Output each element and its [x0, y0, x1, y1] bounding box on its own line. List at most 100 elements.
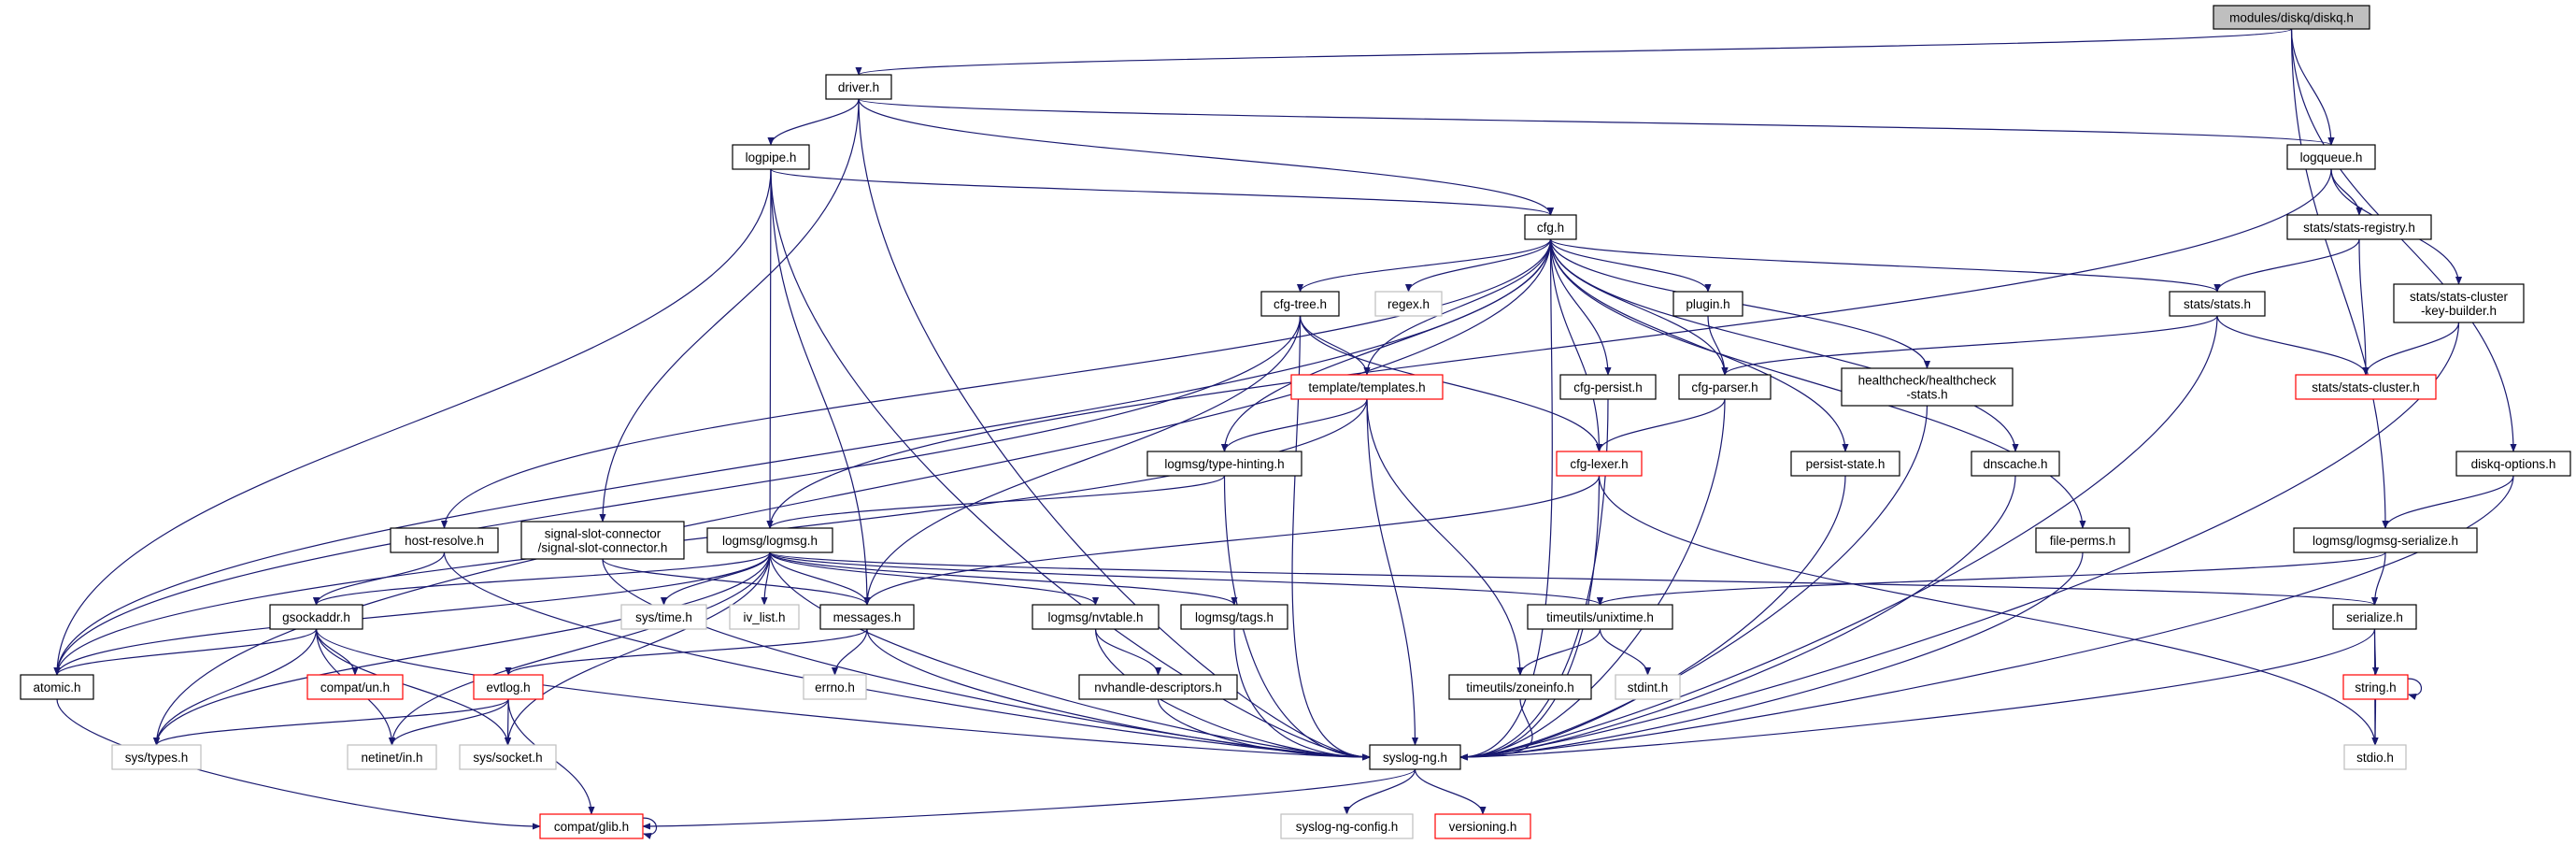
node-label: timeutils/zoneinfo.h: [1466, 680, 1574, 695]
node-statsreg[interactable]: stats/stats-registry.h: [2286, 214, 2432, 240]
edge-unixtime-to-stdint: [1599, 628, 1652, 676]
node-stdio[interactable]: stdio.h: [2343, 744, 2407, 770]
node-logmsg[interactable]: logmsg/logmsg.h: [706, 527, 833, 553]
node-slconfig[interactable]: syslog-ng-config.h: [1280, 813, 1414, 839]
edge-logmsg-to-syssocket: [504, 551, 771, 746]
edge: [660, 551, 771, 606]
node-cfgpersist[interactable]: cfg-persist.h: [1559, 374, 1657, 400]
node-errno[interactable]: errno.h: [803, 674, 867, 700]
node-label: signal-slot-connector: [545, 527, 662, 541]
edge-signal-to-messages: [602, 558, 871, 606]
node-label: /signal-slot-connector.h: [538, 541, 668, 555]
node-label: driver.h: [838, 80, 879, 94]
node-logqueue[interactable]: logqueue.h: [2286, 144, 2376, 170]
node-serialize[interactable]: serialize.h: [2332, 604, 2417, 630]
node-logpipe[interactable]: logpipe.h: [732, 144, 810, 170]
node-systypes[interactable]: sys/types.h: [111, 744, 202, 770]
node-glib[interactable]: compat/glib.h: [539, 813, 644, 839]
edge-cfg-to-plugin: [1549, 238, 1712, 293]
node-diskqopt[interactable]: diskq-options.h: [2455, 451, 2571, 477]
node-box: [1078, 674, 1238, 700]
node-evtlog[interactable]: evtlog.h: [473, 674, 544, 700]
node-label: stdio.h: [2356, 751, 2394, 765]
node-stdint[interactable]: stdint.h: [1615, 674, 1681, 700]
node-syssocket[interactable]: sys/socket.h: [459, 744, 557, 770]
edge: [1157, 698, 1371, 761]
node-templates[interactable]: template/templates.h: [1290, 374, 1444, 400]
edge: [1366, 398, 1419, 746]
node-diskq[interactable]: modules/diskq/diskq.h: [2213, 5, 2370, 30]
node-hostres[interactable]: host-resolve.h: [390, 527, 499, 553]
edge-cfgtree-to-templates: [1299, 315, 1371, 376]
node-label: stats/stats-cluster: [2410, 290, 2509, 304]
node-regex[interactable]: regex.h: [1374, 291, 1443, 317]
node-cfgtree[interactable]: cfg-tree.h: [1260, 291, 1340, 317]
node-box: [1527, 604, 1673, 630]
edge: [1299, 315, 1371, 376]
node-label: logmsg/tags.h: [1195, 610, 1274, 624]
node-dnscache[interactable]: dnscache.h: [1971, 451, 2060, 477]
edge-logmsg-to-atomic: [53, 551, 771, 676]
node-compatun[interactable]: compat/un.h: [306, 674, 404, 700]
node-signal[interactable]: signal-slot-connector/signal-slot-connec…: [520, 521, 685, 560]
edge: [315, 628, 1371, 761]
edge: [1223, 475, 1371, 761]
node-syslogng[interactable]: syslog-ng.h: [1369, 744, 1461, 770]
edge-stats-to-syslogng: [1459, 315, 2218, 761]
node-cfg[interactable]: cfg.h: [1524, 214, 1577, 240]
edge: [1459, 475, 1846, 761]
node-box: [20, 674, 94, 700]
node-label: -stats.h: [1906, 388, 1947, 402]
node-netinet[interactable]: netinet/in.h: [347, 744, 437, 770]
node-ivlist[interactable]: iv_list.h: [729, 604, 800, 630]
node-statscluster[interactable]: stats/stats-cluster.h: [2295, 374, 2437, 400]
node-nvtable[interactable]: logmsg/nvtable.h: [1032, 604, 1160, 630]
edge-logpipe-to-messages: [770, 168, 871, 606]
node-nvhandle[interactable]: nvhandle-descriptors.h: [1078, 674, 1238, 700]
edge-keybuilder-to-statscluster: [2362, 322, 2460, 376]
edge: [858, 98, 2335, 146]
node-cfgparser[interactable]: cfg-parser.h: [1678, 374, 1772, 400]
edge: [1459, 475, 2016, 761]
node-stats[interactable]: stats/stats.h: [2169, 291, 2266, 317]
node-typehint[interactable]: logmsg/type-hinting.h: [1146, 451, 1302, 477]
node-atomic[interactable]: atomic.h: [20, 674, 94, 700]
node-persist[interactable]: persist-state.h: [1790, 451, 1900, 477]
node-health[interactable]: healthcheck/healthcheck-stats.h: [1841, 367, 2014, 407]
edge-gsock-to-atomic: [53, 628, 318, 676]
node-systime[interactable]: sys/time.h: [620, 604, 707, 630]
edge: [388, 698, 509, 746]
edge-cfg-to-systypes: [152, 238, 1552, 746]
node-box: [2213, 5, 2370, 30]
node-label: nvhandle-descriptors.h: [1094, 680, 1222, 695]
node-label: evtlog.h: [486, 680, 530, 695]
edge: [1233, 628, 1371, 761]
node-lmserial[interactable]: logmsg/logmsg-serialize.h: [2293, 527, 2478, 553]
node-cfglexer[interactable]: cfg-lexer.h: [1556, 451, 1643, 477]
node-tags[interactable]: logmsg/tags.h: [1180, 604, 1288, 630]
node-messages[interactable]: messages.h: [819, 604, 915, 630]
node-string[interactable]: string.h: [2342, 674, 2409, 700]
edge: [1549, 238, 2086, 529]
node-box: [732, 144, 810, 170]
node-label: regex.h: [1388, 297, 1430, 311]
edge-driver-to-signal: [599, 98, 860, 523]
edge-gsock-to-syslogng: [315, 628, 1371, 761]
node-plugin[interactable]: plugin.h: [1672, 291, 1743, 317]
node-fileperms[interactable]: file-perms.h: [2035, 527, 2130, 553]
node-versioning[interactable]: versioning.h: [1434, 813, 1531, 839]
node-zoneinfo[interactable]: timeutils/zoneinfo.h: [1448, 674, 1592, 700]
edge-cfgtree-to-atomic: [53, 315, 1302, 676]
edge: [642, 768, 1416, 830]
edge: [152, 551, 771, 746]
edge-diskq-to-lmserial: [2290, 28, 2389, 529]
node-box: [1448, 674, 1592, 700]
node-gsock[interactable]: gsockaddr.h: [269, 604, 363, 630]
node-label: -key-builder.h: [2421, 304, 2497, 318]
node-driver[interactable]: driver.h: [825, 74, 892, 100]
edge-driver-to-logqueue: [858, 98, 2335, 146]
edge-cfg-to-cfglexer: [1549, 238, 1603, 452]
node-keybuilder[interactable]: stats/stats-cluster-key-builder.h: [2393, 283, 2525, 323]
node-box: [803, 674, 867, 700]
node-unixtime[interactable]: timeutils/unixtime.h: [1527, 604, 1673, 630]
